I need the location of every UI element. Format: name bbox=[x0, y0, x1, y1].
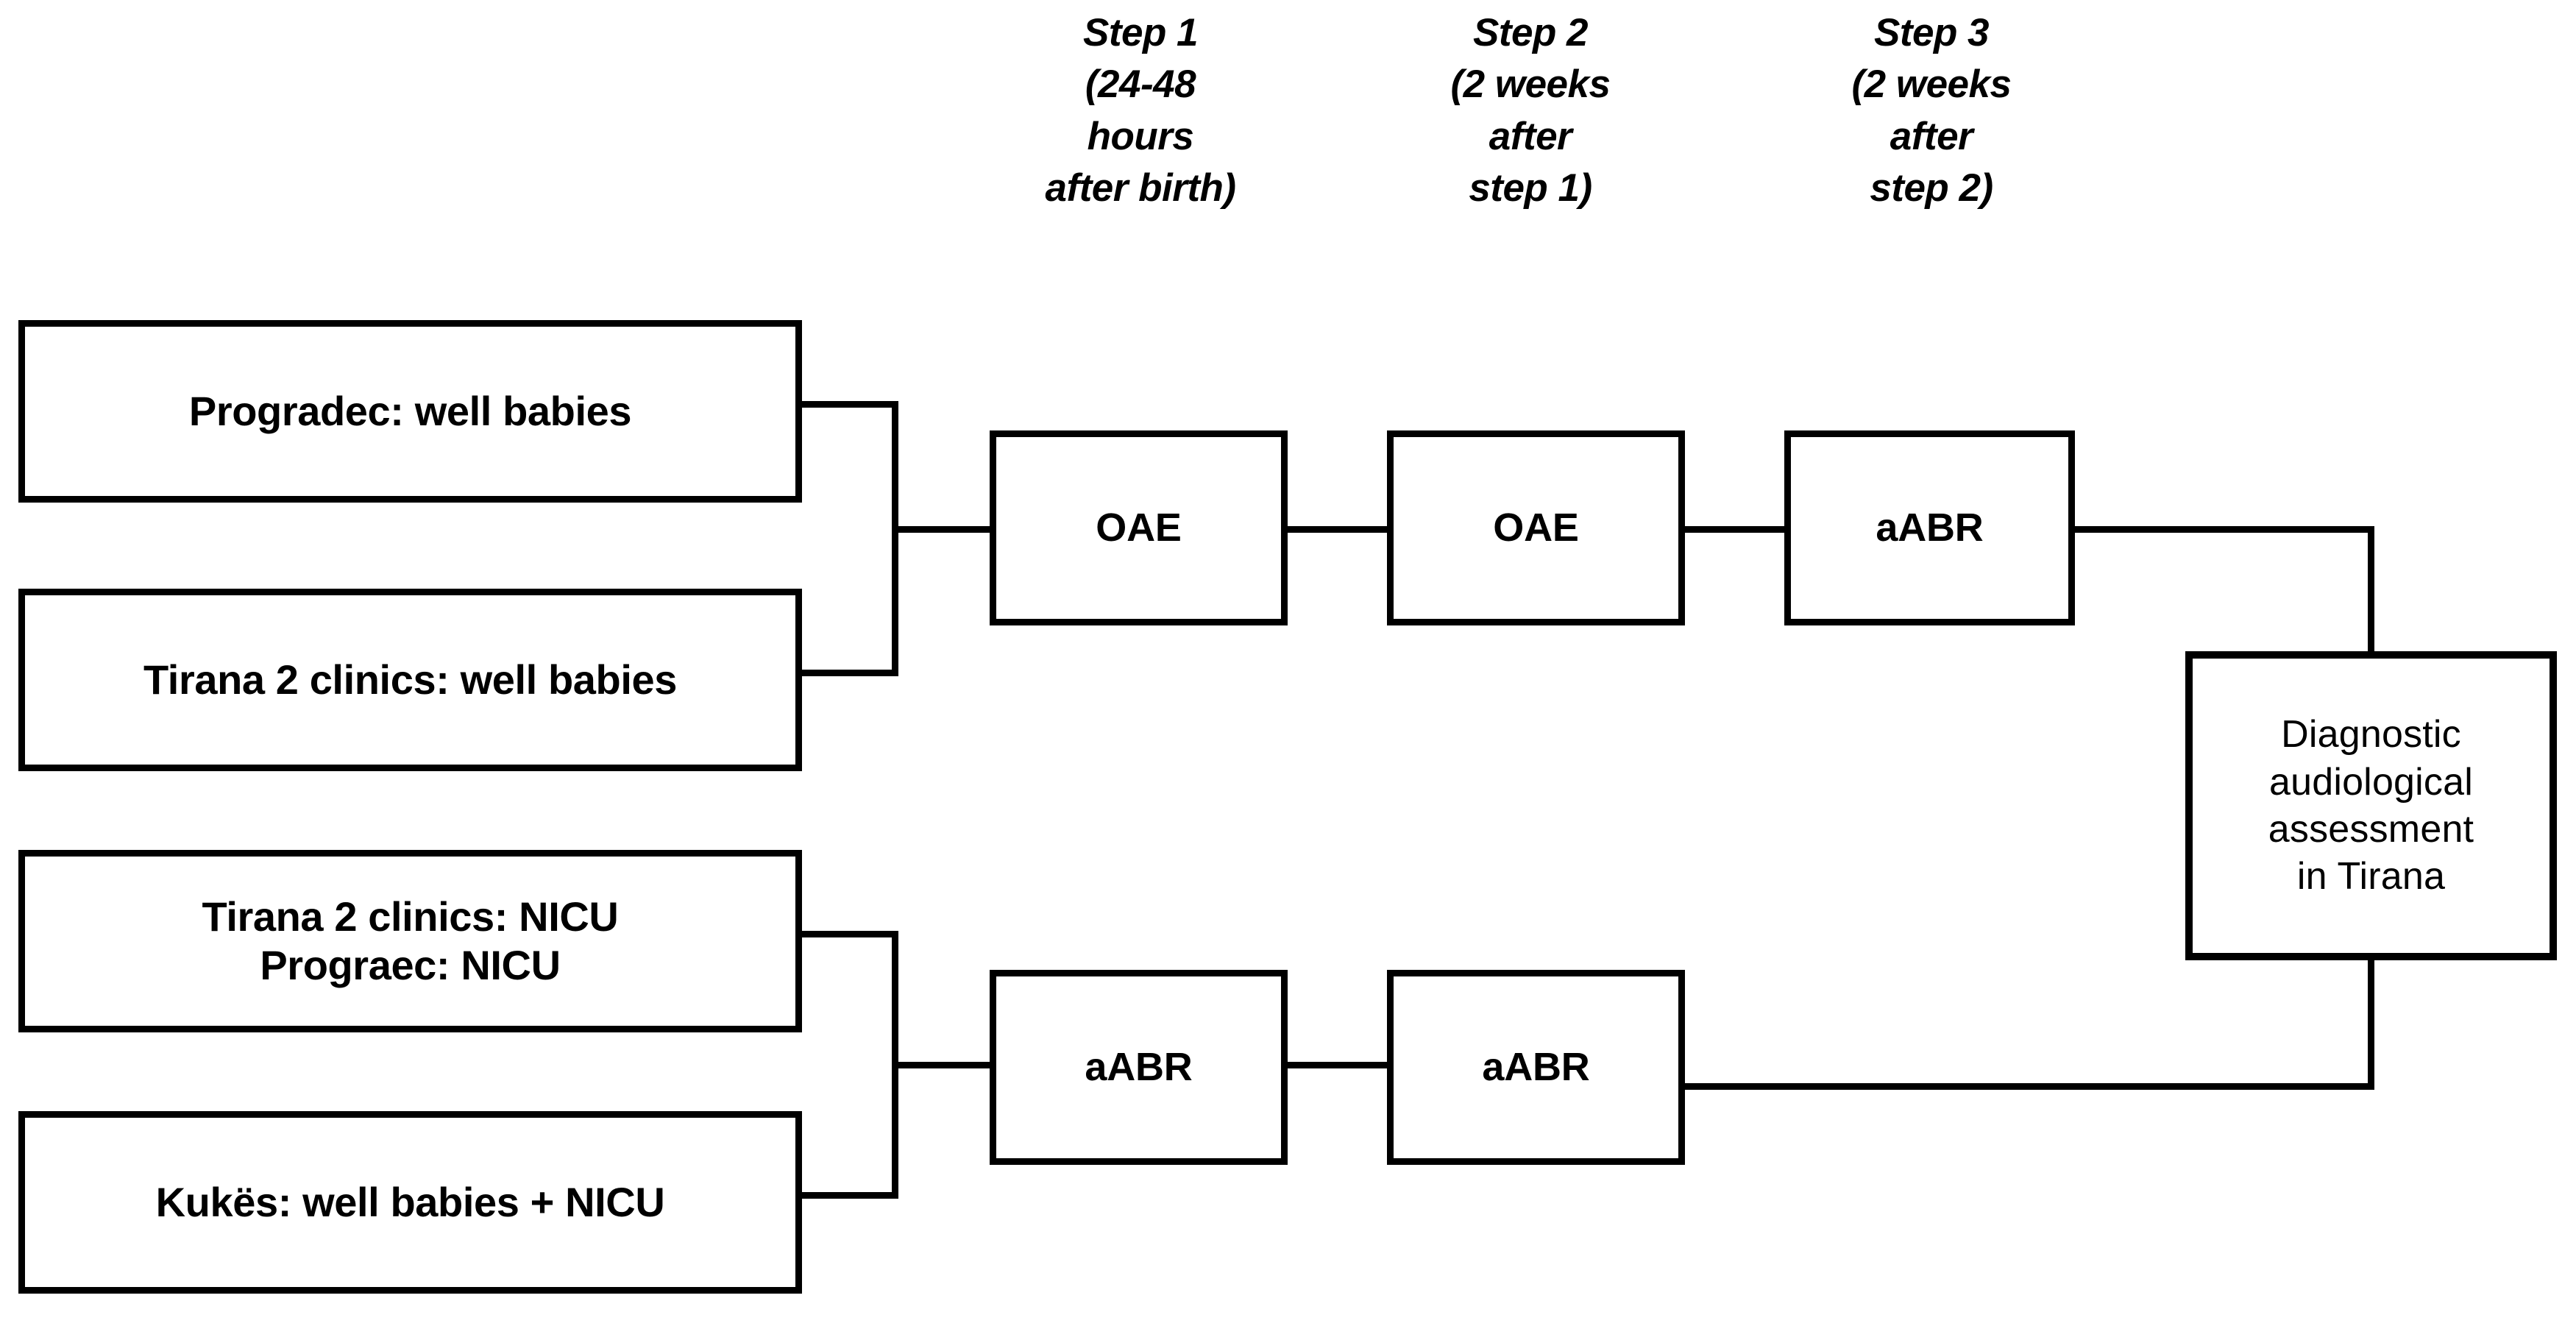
connector-progradec-to-bracket bbox=[798, 401, 898, 408]
connector-bracket-to-oae-step1 bbox=[892, 526, 995, 533]
connector-oae-step2-to-aabr-step3 bbox=[1681, 526, 1788, 533]
connector-aabr-step3-to-diagnostic-horizontal bbox=[2071, 526, 2374, 533]
test-box-label: OAE bbox=[1096, 505, 1182, 550]
connector-tirana-well-to-bracket bbox=[798, 670, 898, 676]
bracket-well-babies-merge bbox=[892, 401, 898, 676]
step-3-header: Step 3 (2 weeks after step 2) bbox=[1851, 11, 2012, 210]
source-box-label: Tirana 2 clinics: NICU Prograec: NICU bbox=[202, 893, 619, 988]
test-box-label: OAE bbox=[1493, 505, 1579, 550]
source-box-label: Tirana 2 clinics: well babies bbox=[143, 656, 677, 703]
source-box-label: Progradec: well babies bbox=[188, 387, 632, 434]
test-box-well-step1-oae[interactable]: OAE bbox=[990, 430, 1288, 625]
connector-bracket-to-aabr-nicu-step1 bbox=[892, 1062, 995, 1068]
test-box-well-step3-aabr[interactable]: aABR bbox=[1784, 430, 2075, 625]
source-box-kukes-well-babies-nicu[interactable]: Kukës: well babies + NICU bbox=[18, 1111, 802, 1294]
test-box-label: aABR bbox=[1876, 505, 1984, 550]
step-1-header: Step 1 (24-48 hours after birth) bbox=[1045, 11, 1237, 210]
connector-aabr-step3-to-diagnostic-vertical bbox=[2368, 526, 2374, 657]
test-box-nicu-step1-aabr[interactable]: aABR bbox=[990, 970, 1288, 1165]
test-box-nicu-step2-aabr[interactable]: aABR bbox=[1387, 970, 1685, 1165]
test-box-label: aABR bbox=[1482, 1044, 1590, 1089]
connector-aabr-nicu-to-diagnostic-vertical bbox=[2368, 957, 2374, 1090]
step-2-header: Step 2 (2 weeks after step 1) bbox=[1450, 11, 1611, 210]
outcome-box-label: Diagnostic audiological assessment in Ti… bbox=[2268, 713, 2474, 898]
connector-aabr-nicu-step1-to-step2 bbox=[1284, 1062, 1391, 1068]
connector-nicu-group-to-bracket bbox=[798, 931, 898, 937]
connector-aabr-nicu-to-diagnostic-horizontal bbox=[1681, 1083, 2374, 1090]
source-box-progradec-well-babies[interactable]: Progradec: well babies bbox=[18, 320, 802, 503]
source-box-label: Kukës: well babies + NICU bbox=[155, 1178, 665, 1225]
test-box-label: aABR bbox=[1085, 1044, 1193, 1089]
connector-oae-step1-to-oae-step2 bbox=[1284, 526, 1391, 533]
source-box-tirana-well-babies[interactable]: Tirana 2 clinics: well babies bbox=[18, 589, 802, 771]
connector-kukes-to-bracket bbox=[798, 1192, 898, 1199]
outcome-box-diagnostic-assessment[interactable]: Diagnostic audiological assessment in Ti… bbox=[2185, 651, 2557, 960]
source-box-nicu-tirana-progradec[interactable]: Tirana 2 clinics: NICU Prograec: NICU bbox=[18, 850, 802, 1032]
test-box-well-step2-oae[interactable]: OAE bbox=[1387, 430, 1685, 625]
